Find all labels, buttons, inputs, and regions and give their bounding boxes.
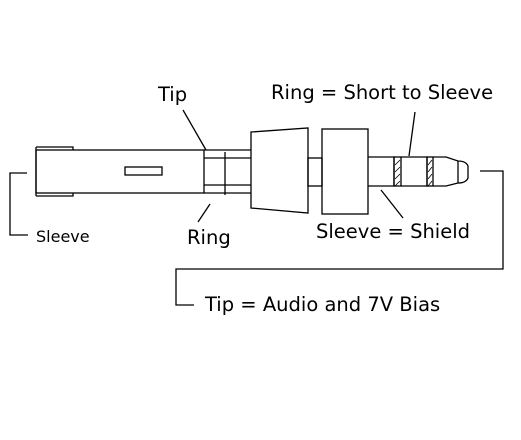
plug-body	[35, 149, 205, 194]
ring-insulator	[393, 156, 402, 187]
label-tip-audio-bias: Tip = Audio and 7V Bias	[204, 293, 440, 316]
jack-tip	[433, 156, 469, 187]
plug-cap-flange	[36, 146, 74, 197]
label-sleeve-shield: Sleeve = Shield	[316, 220, 470, 243]
leader-ring-short	[408, 111, 416, 157]
text-labels: Tip Ring = Short to Sleeve Sleeve Ring S…	[36, 81, 493, 316]
leader-sleeve-shield	[380, 189, 404, 219]
leader-tip-top	[182, 109, 207, 151]
leader-ring-bottom	[197, 203, 211, 223]
left-plug	[35, 146, 251, 197]
jack-plug	[368, 156, 469, 187]
tip-insulator	[426, 156, 434, 187]
bracket-tip-bias	[175, 170, 504, 306]
coupler-neck	[307, 157, 323, 187]
center-coupler	[250, 127, 369, 215]
label-tip-top: Tip	[157, 83, 187, 106]
bracket-sleeve	[9, 172, 28, 236]
plug-slot	[124, 166, 163, 176]
leader-lines	[9, 109, 504, 306]
insulator-hatching	[394, 159, 433, 187]
coupler-trapezoid	[250, 127, 309, 214]
jack-sleeve	[368, 156, 395, 187]
jack-ring	[401, 156, 428, 187]
label-sleeve-left: Sleeve	[36, 227, 90, 246]
label-ring-short-to-sleeve: Ring = Short to Sleeve	[271, 81, 493, 104]
coupler-block	[321, 128, 369, 215]
label-ring-bottom: Ring	[187, 226, 231, 249]
